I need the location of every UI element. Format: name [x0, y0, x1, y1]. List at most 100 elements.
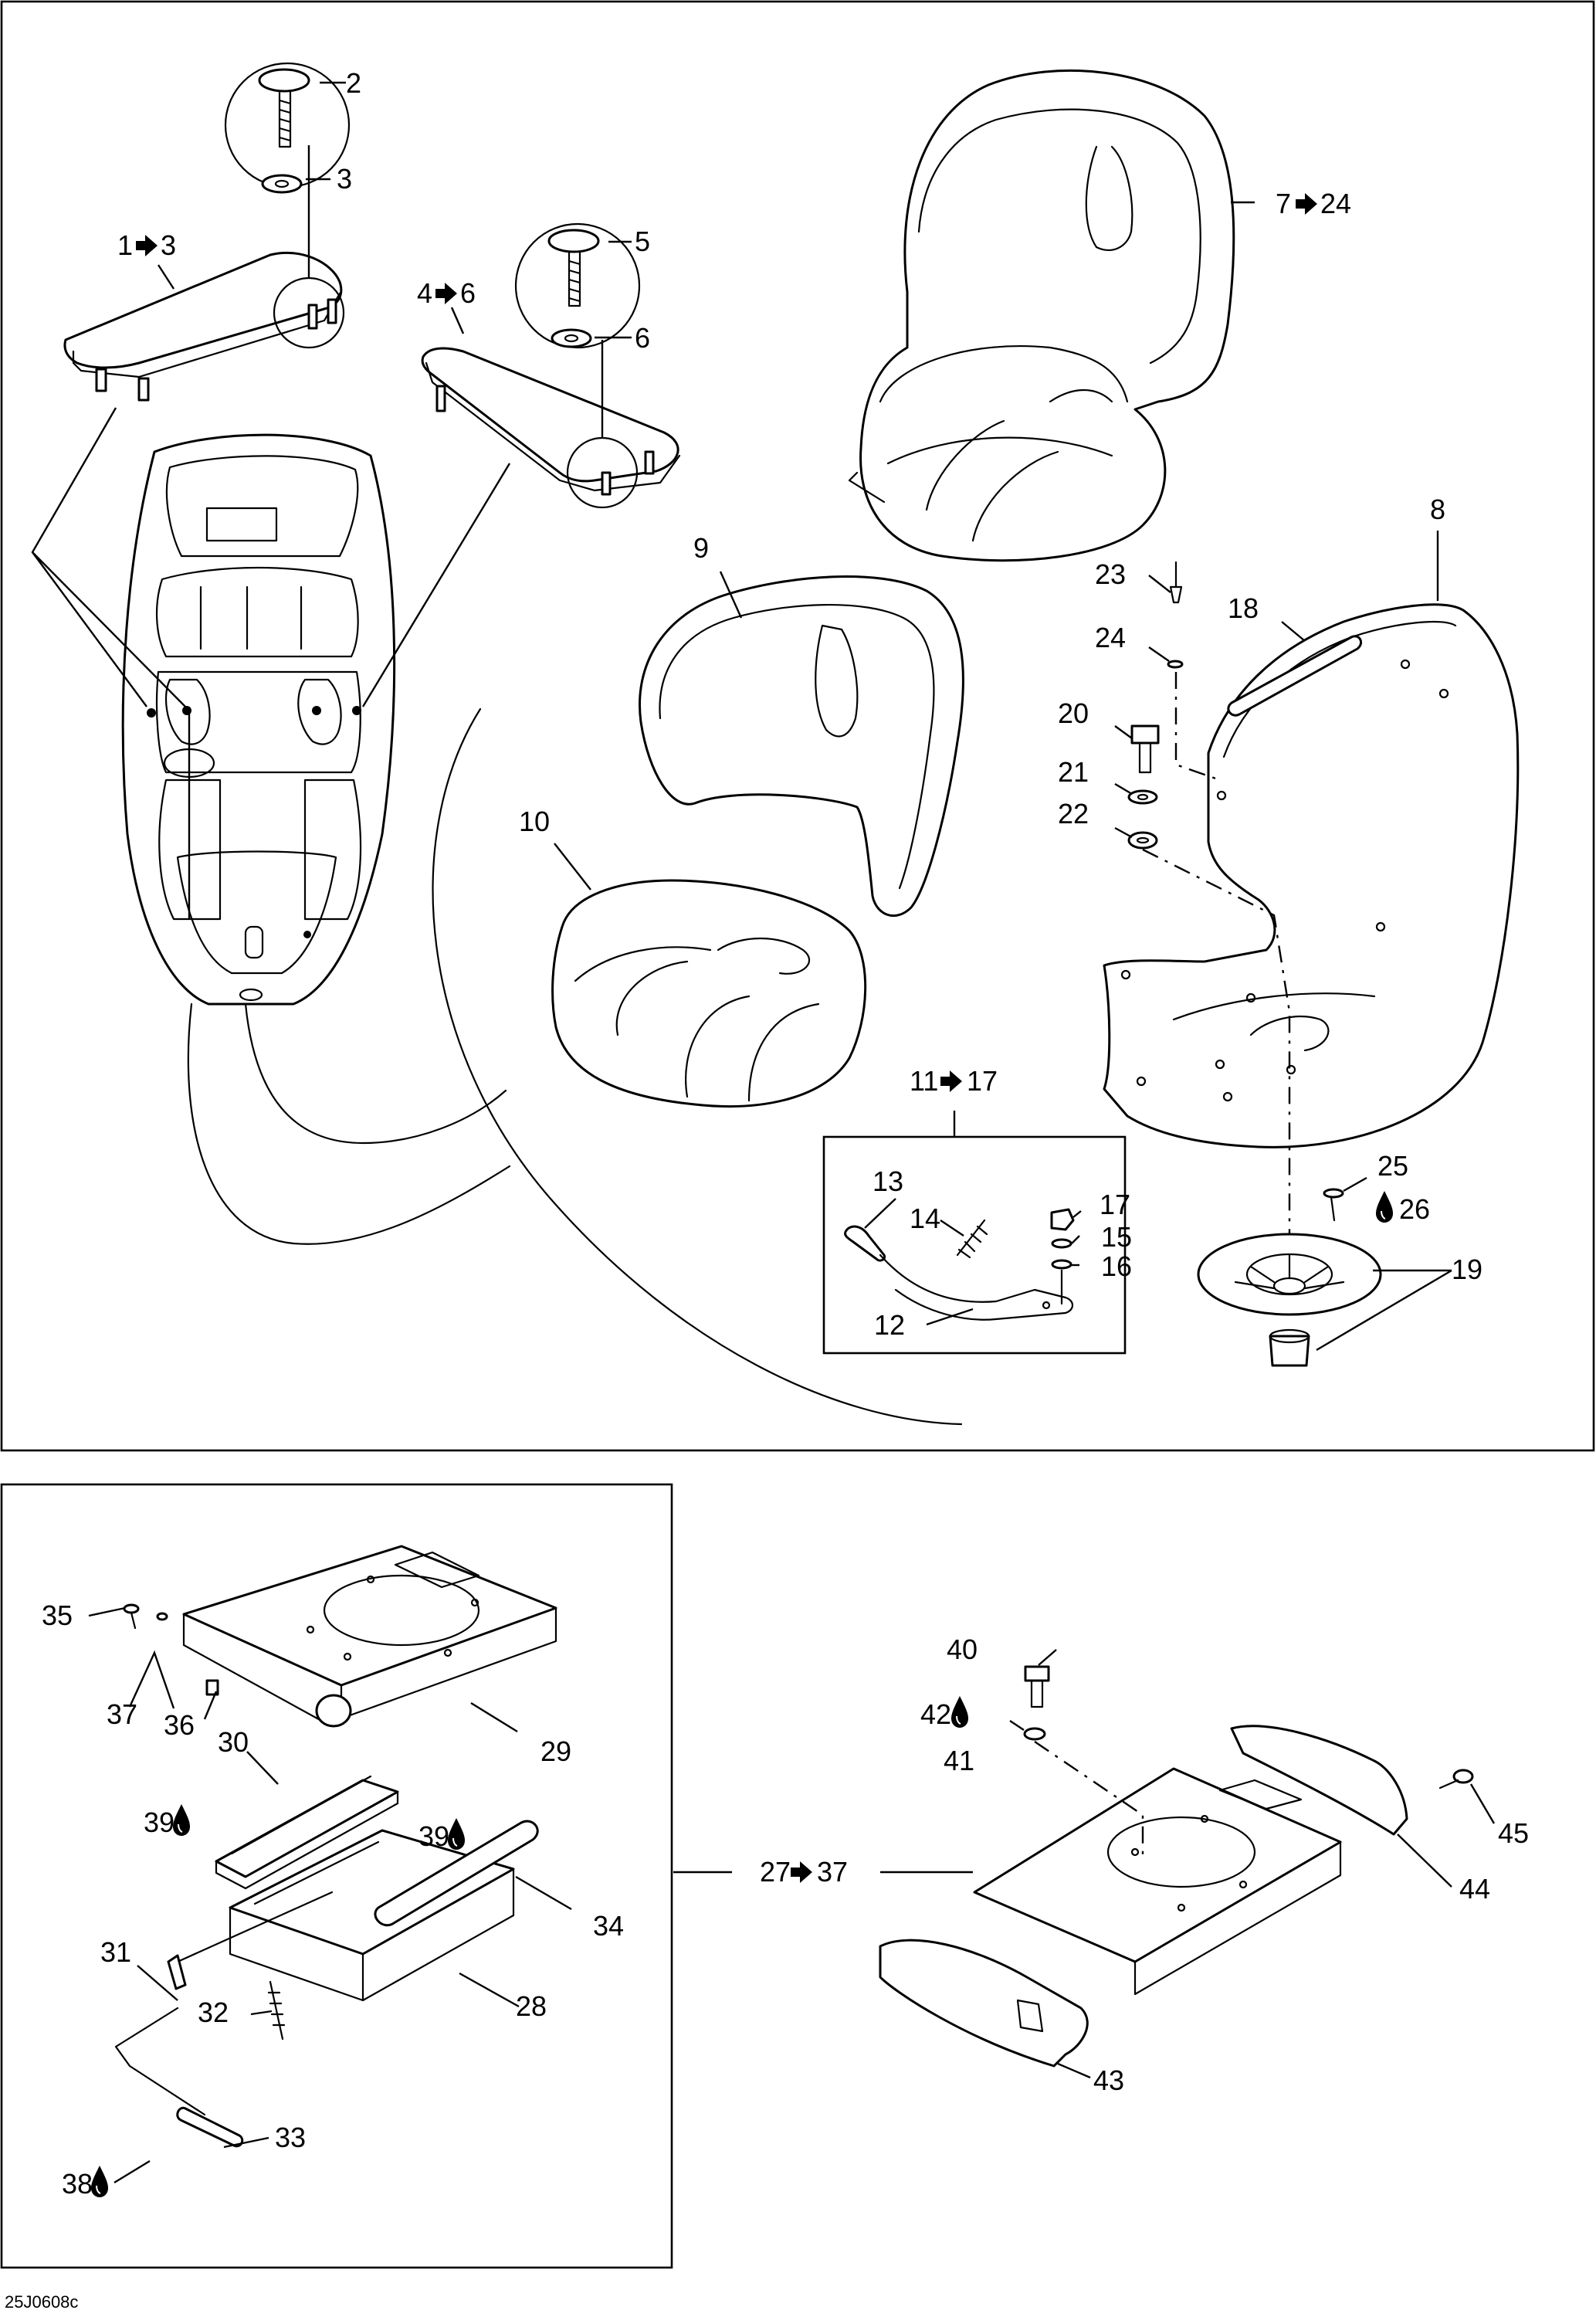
- backrest-cushion: [639, 575, 964, 918]
- label-45: 45: [1498, 1817, 1529, 1849]
- bolt-20: [1130, 724, 1160, 774]
- adjuster-kit-frame: [822, 1135, 1127, 1355]
- arrow-right-icon: [435, 283, 457, 304]
- seat-cushion: [551, 879, 867, 1108]
- label-30: 30: [218, 1726, 249, 1758]
- washer-24: [1167, 660, 1184, 669]
- part-labels: 1 3 2 3 4 6 5 6 7 24 8 9 10 11 17 12 13 …: [5, 67, 1529, 2312]
- label-32: 32: [198, 1996, 229, 2028]
- tube-34: [374, 1820, 539, 1926]
- dash-line-washer: [1142, 848, 1291, 1243]
- label-8: 8: [1430, 494, 1445, 525]
- arrow-right-icon: [940, 1070, 962, 1092]
- label-16: 16: [1101, 1250, 1132, 1282]
- screw-2: [258, 68, 310, 148]
- lever-31: [114, 1891, 334, 2116]
- label-15: 15: [1101, 1221, 1132, 1253]
- lubricant-drop-icon: [950, 1695, 969, 1728]
- washer-6: [551, 328, 592, 348]
- label-9: 9: [693, 532, 709, 564]
- base-19-leader: [1316, 1269, 1452, 1352]
- screw-35: [123, 1603, 140, 1630]
- armrest-left: [63, 251, 343, 402]
- screw-25: [1323, 1188, 1344, 1222]
- washer-21: [1127, 789, 1158, 805]
- label-39-left: 39: [144, 1806, 175, 1838]
- spring-32: [267, 1980, 286, 2041]
- seat-shell: [1103, 603, 1520, 1148]
- arrow-right-icon: [1296, 193, 1317, 215]
- label-33: 33: [275, 2122, 306, 2153]
- lubricant-drop-icon: [447, 1817, 466, 1851]
- lubricant-drop-icon: [1375, 1190, 1394, 1223]
- label-26: 26: [1399, 1193, 1430, 1225]
- side-cover-44: [1230, 1725, 1408, 1836]
- washer-3: [261, 174, 303, 194]
- hull-tail-curve: [187, 1002, 511, 1245]
- leader-lines: [88, 81, 1496, 2184]
- washer-41: [1023, 1727, 1046, 1741]
- label-37: 37: [107, 1698, 137, 1730]
- label-4-range-end: 6: [460, 277, 476, 309]
- label-24: 24: [1095, 622, 1126, 653]
- hull-leader-left: [32, 551, 191, 919]
- lubricant-drop-icon: [172, 1803, 191, 1837]
- sweep-curve: [432, 707, 963, 1426]
- label-12: 12: [874, 1309, 905, 1341]
- label-21: 21: [1058, 756, 1089, 788]
- slide-assembly: [973, 1767, 1342, 1996]
- grip-33: [176, 2106, 244, 2148]
- adjuster-kit-parts: [844, 1208, 1075, 1321]
- bracket-28: [229, 1829, 515, 2002]
- label-13: 13: [873, 1165, 903, 1197]
- label-11-range-end: 17: [967, 1065, 998, 1097]
- label-36: 36: [164, 1709, 195, 1741]
- dash-line-bolt-40: [1034, 1741, 1144, 1857]
- label-2: 2: [346, 67, 361, 99]
- label-29: 29: [540, 1735, 571, 1767]
- swivel-base-19: [1197, 1233, 1382, 1367]
- label-11: 11: [910, 1065, 938, 1097]
- cord-18: [1227, 635, 1362, 717]
- side-cover-43: [879, 1939, 1089, 2068]
- label-1-range-end: 3: [161, 229, 176, 261]
- bushing-36: [205, 1679, 219, 1696]
- hull-tail-curve-inner: [244, 1002, 507, 1145]
- label-18: 18: [1228, 592, 1259, 624]
- label-41: 41: [944, 1745, 974, 1776]
- label-27: 27: [760, 1856, 791, 1888]
- label-4: 4: [417, 277, 432, 309]
- diagram-code: 25J0608c: [5, 2292, 78, 2312]
- label-17: 17: [1100, 1189, 1130, 1220]
- label-43: 43: [1093, 2064, 1124, 2096]
- label-31: 31: [100, 1936, 131, 1968]
- washer-22: [1127, 831, 1158, 850]
- label-20: 20: [1058, 697, 1089, 729]
- label-39-right: 39: [418, 1820, 449, 1852]
- label-6: 6: [635, 322, 650, 354]
- bolt-40: [1024, 1665, 1050, 1708]
- label-1: 1: [117, 229, 133, 261]
- rail-30: [215, 1775, 399, 1890]
- slide-plate-29: [182, 1545, 557, 1728]
- seat-assembly: [848, 69, 1235, 562]
- screw-5: [547, 229, 600, 307]
- arrow-right-icon: [136, 235, 158, 256]
- bottom-panel-frame: [0, 1483, 673, 2269]
- label-19: 19: [1452, 1253, 1482, 1285]
- label-42: 42: [920, 1698, 951, 1730]
- label-22: 22: [1058, 798, 1089, 829]
- label-40: 40: [947, 1633, 978, 1665]
- armrest-right: [421, 347, 681, 496]
- screw-45: [1438, 1769, 1474, 1789]
- top-panel-frame: [0, 0, 1595, 1452]
- label-38: 38: [62, 2168, 93, 2200]
- armrest-right-leader: [361, 463, 511, 707]
- label-7-range-end: 24: [1320, 188, 1351, 219]
- label-28: 28: [516, 1990, 547, 2022]
- label-34: 34: [593, 1910, 624, 1942]
- hull-top-view: [121, 433, 396, 1006]
- label-44: 44: [1459, 1873, 1490, 1905]
- label-23: 23: [1095, 558, 1126, 590]
